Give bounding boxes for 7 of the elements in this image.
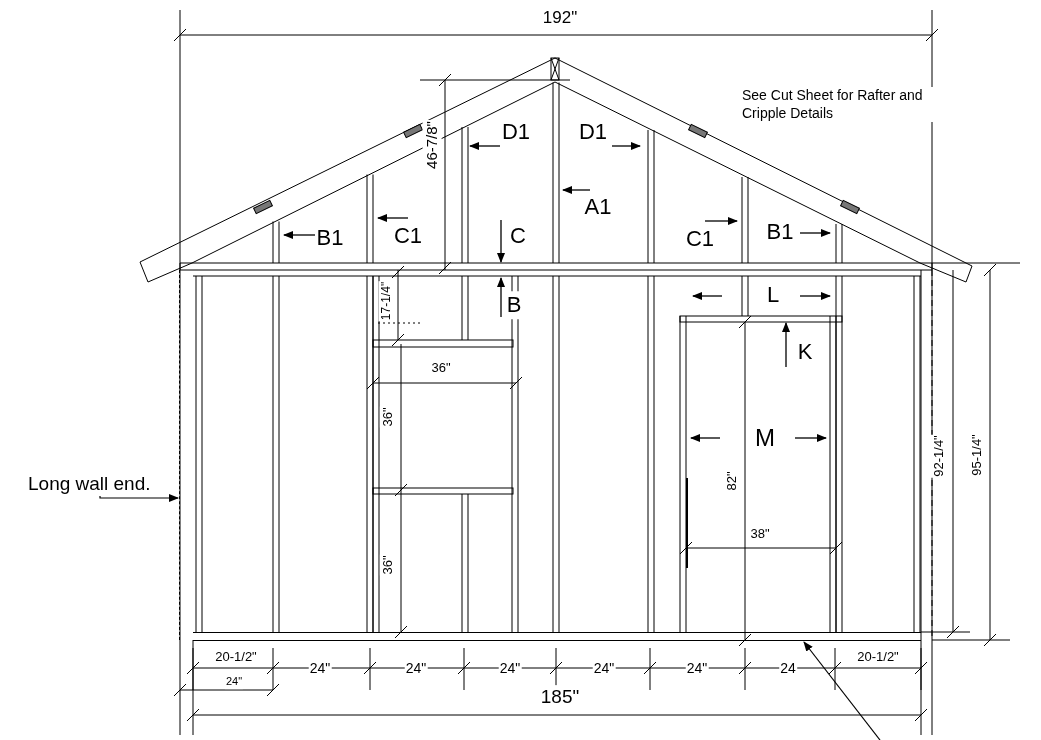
bottom-plate: [193, 632, 921, 641]
leader-arrow: [99, 494, 179, 502]
part-letter: B: [505, 291, 523, 319]
leader-arrow: [803, 641, 881, 740]
leader-text: Long wall end.: [28, 472, 151, 496]
dimension-label: 46-7/8": [422, 120, 442, 170]
wall-end-line: [179, 270, 181, 640]
